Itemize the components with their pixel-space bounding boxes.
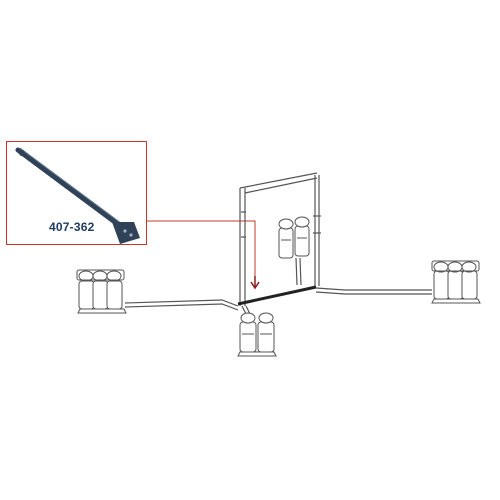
part-number-label: 407-362 bbox=[49, 220, 95, 234]
sandbag-cluster-back bbox=[278, 216, 310, 259]
crossbar-icon bbox=[15, 147, 140, 244]
arrow-down-icon bbox=[250, 276, 260, 290]
sandbag-cluster-front bbox=[237, 312, 277, 357]
sandbag-cluster-right bbox=[431, 260, 481, 304]
sandbag-cluster-left bbox=[76, 269, 127, 314]
frame-structure bbox=[124, 172, 432, 319]
leader-line bbox=[147, 220, 256, 282]
